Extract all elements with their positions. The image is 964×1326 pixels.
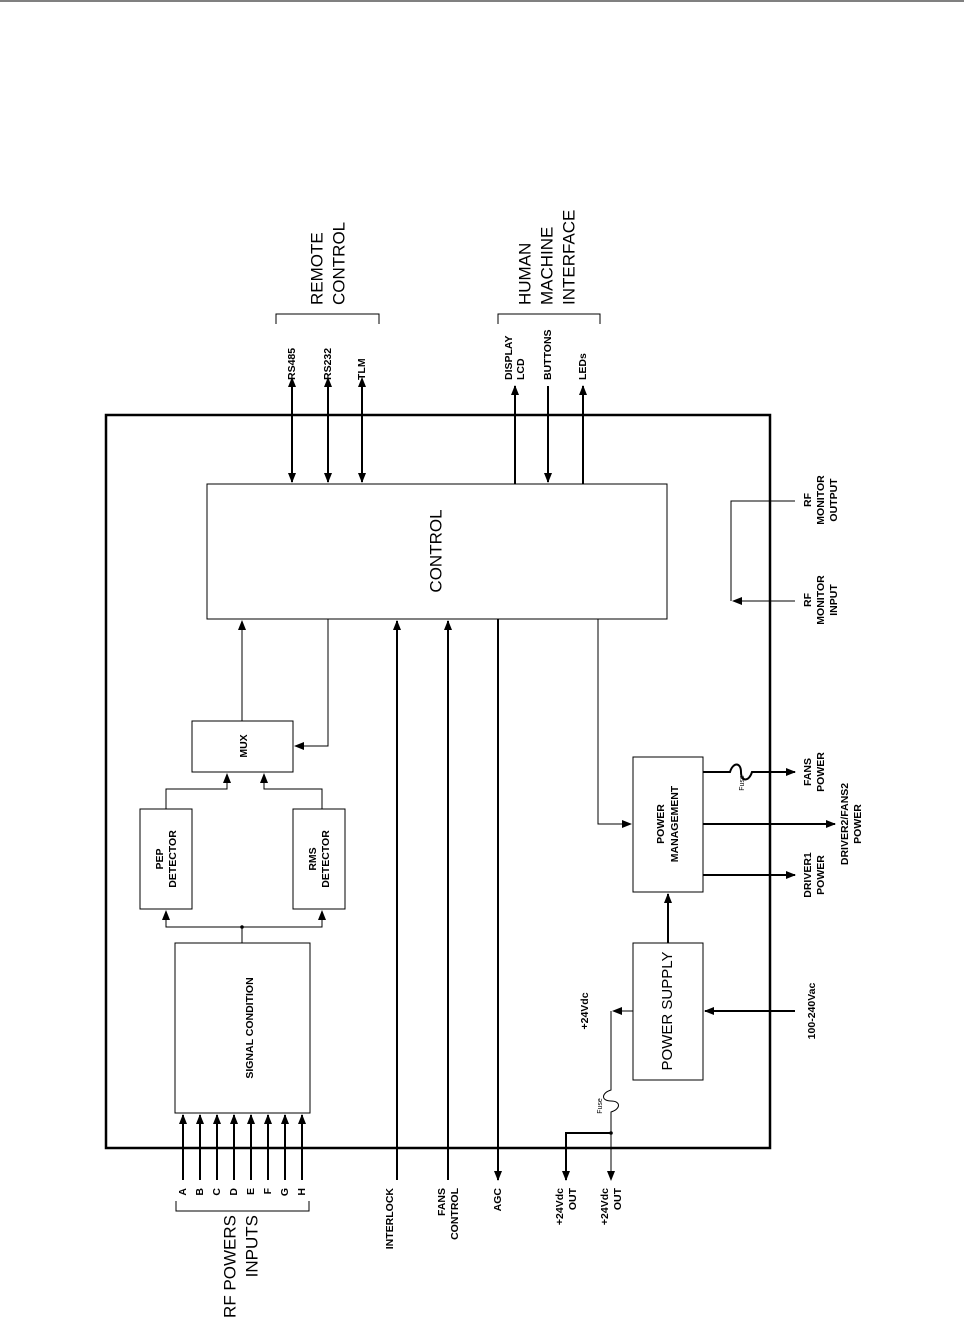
leds-label: LEDs: [577, 353, 589, 380]
interlock-label: INTERLOCK: [384, 1188, 396, 1250]
control-to-power-management-line: [597, 619, 632, 828]
rf-input-c-label: C: [211, 1188, 223, 1196]
control-to-mux-select-line: [294, 619, 329, 750]
rf-input-g-label: G: [279, 1188, 291, 1196]
control-label: CONTROL: [426, 509, 445, 592]
v24-fuse-line: [603, 1011, 619, 1181]
mains-label: 100-240Vac: [806, 983, 818, 1040]
power-supply-label: POWER SUPPLY: [659, 952, 676, 1071]
out1-label-1: +24Vdc: [554, 1188, 566, 1225]
fuse-label-2: Fuse: [739, 775, 746, 791]
driver2-fans2-power-label-1: DRIVER2/FANS2: [839, 783, 851, 865]
rf-monitor-group: RF MONITOR OUTPUT RF MONITOR INPUT: [730, 475, 840, 625]
buttons-label: BUTTONS: [542, 329, 554, 380]
rf-inputs-group: A B C D E F G H RF POWERS INPUTS: [175, 1114, 310, 1318]
rf-inputs-title-2: INPUTS: [242, 1215, 261, 1277]
power-management-block: POWER MANAGEMENT: [632, 756, 704, 893]
rf-input-d-label: D: [228, 1188, 240, 1196]
remote-control-group: REMOTE CONTROL RS485 RS232 TLM: [275, 222, 380, 483]
remote-control-title-2: CONTROL: [329, 222, 348, 305]
hmi-group: HUMAN MACHINE INTERFACE DISPLAY LCD BUTT…: [497, 210, 601, 484]
mux-label: MUX: [238, 734, 250, 757]
signal-junction-dot: [240, 925, 244, 929]
hmi-title-2: MACHINE: [537, 227, 556, 305]
fans-power-label-1: FANS: [802, 758, 814, 786]
rf-input-b-label: B: [194, 1188, 206, 1196]
display-lcd-label-1: DISPLAY: [503, 335, 515, 380]
rf-input-a-label: A: [177, 1188, 189, 1196]
power-management-label-1: POWER: [655, 804, 667, 844]
fans-control-label-1: FANS: [436, 1188, 448, 1216]
signal-to-rms-line: [242, 910, 326, 928]
rf-input-h-label: H: [296, 1188, 308, 1196]
rf-monitor-output-line: [730, 500, 795, 601]
hmi-bracket: [497, 313, 601, 324]
driver2-fans2-power-label-2: POWER: [852, 804, 864, 844]
fans-control-label-2: CONTROL: [449, 1187, 461, 1239]
display-lcd-label-2: LCD: [515, 358, 527, 380]
v24-junction-dot: [609, 1131, 613, 1135]
rf-input-f-label: F: [262, 1187, 274, 1194]
power-management-label-2: MANAGEMENT: [669, 785, 681, 862]
control-block: CONTROL: [206, 483, 668, 620]
rs232-label: RS232: [322, 348, 334, 380]
remote-control-bracket: [275, 313, 380, 324]
out1-label-2: OUT: [567, 1187, 579, 1210]
rms-detector-block: RMS DETECTOR: [292, 808, 346, 910]
fuse-label-1: Fuse: [597, 1098, 604, 1114]
rf-monitor-input-label-1: RF: [802, 592, 814, 607]
rms-to-mux-line: [260, 773, 323, 809]
pep-detector-label-2: DETECTOR: [167, 830, 179, 888]
signal-to-pep-line: [162, 910, 243, 943]
signal-condition-label: SIGNAL CONDITION: [244, 977, 256, 1078]
driver1-power-label-2: POWER: [815, 855, 827, 895]
rf-monitor-output-label-2: MONITOR: [815, 475, 827, 525]
rf-monitor-input-label-2: MONITOR: [815, 575, 827, 625]
hmi-title-3: INTERFACE: [559, 210, 578, 305]
pep-to-mux-line: [165, 773, 231, 809]
mux-block: MUX: [191, 720, 294, 773]
rs485-label: RS485: [286, 348, 298, 380]
pep-detector-label-1: PEP: [154, 848, 166, 869]
pep-detector-block: PEP DETECTOR: [139, 808, 193, 910]
hmi-title-1: HUMAN: [515, 243, 534, 305]
remote-control-title-1: REMOTE: [307, 232, 326, 305]
fans-power-label-2: POWER: [815, 752, 827, 792]
tlm-label: TLM: [356, 358, 368, 380]
out2-label-1: +24Vdc: [599, 1188, 611, 1225]
v24-out1-line: [562, 1132, 611, 1181]
signal-condition-block: SIGNAL CONDITION: [174, 942, 311, 1114]
rf-inputs-bracket: [175, 1201, 310, 1212]
rms-detector-label-2: DETECTOR: [320, 830, 332, 888]
rf-monitor-input-label-3: INPUT: [828, 584, 840, 616]
rf-monitor-output-label-1: RF: [802, 492, 814, 507]
power-supply-block: POWER SUPPLY: [632, 942, 704, 1081]
rf-inputs-title-1: RF POWERS: [220, 1215, 239, 1318]
agc-label: AGC: [492, 1188, 504, 1212]
rf-monitor-output-label-3: OUTPUT: [828, 478, 840, 522]
fans-power-line: [703, 763, 796, 781]
driver1-power-label-1: DRIVER1: [802, 852, 814, 898]
outer-frame: [104, 413, 772, 1150]
out2-label-2: OUT: [612, 1187, 624, 1210]
rf-input-e-label: E: [245, 1188, 257, 1195]
rms-detector-label-1: RMS: [307, 847, 319, 870]
v24-internal-label: +24Vdc: [579, 992, 591, 1029]
